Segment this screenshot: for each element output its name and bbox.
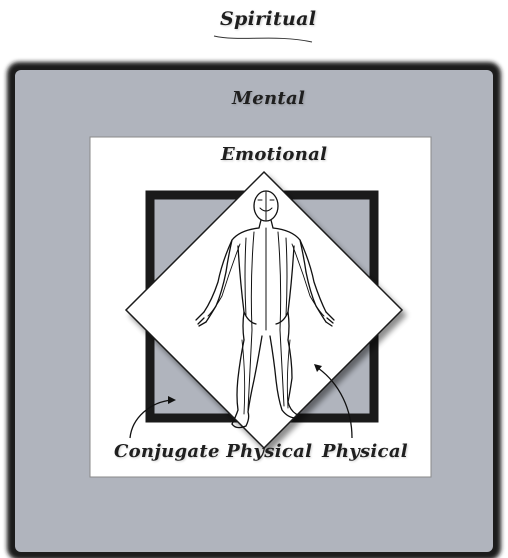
physical-label: Physical (322, 441, 408, 462)
conjugate-physical-label: Conjugate Physical (114, 441, 312, 462)
emotional-label: Emotional (221, 144, 327, 165)
spiritual-label: Spiritual (220, 8, 316, 30)
mental-label: Mental (232, 88, 305, 109)
spiritual-underline (214, 36, 312, 42)
